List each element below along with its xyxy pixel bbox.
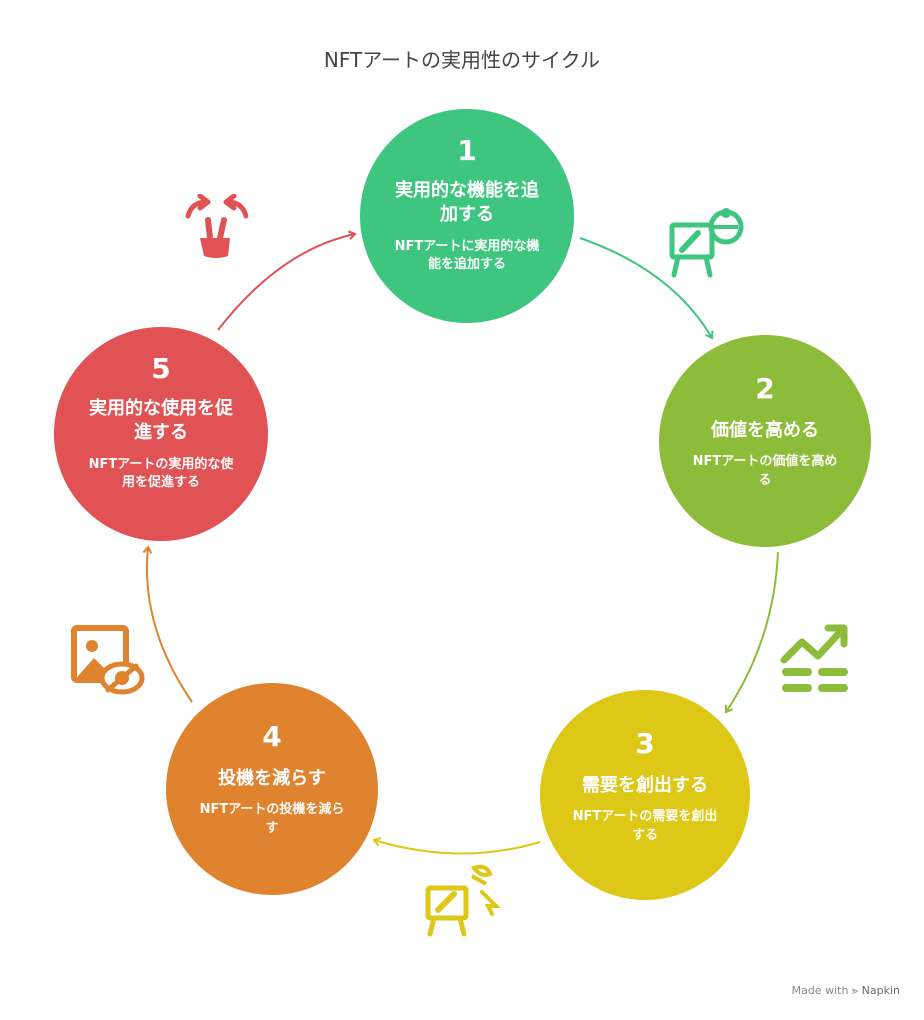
image-hidden-icon (71, 625, 145, 695)
step-4-number: 4 (262, 720, 282, 753)
step-5-circle: 5 実用的な使用を促 進する NFTアートの実用的な使 用を促進する (54, 327, 268, 541)
step-3-circle: 3 需要を創出する NFTアートの需要を創出 する (540, 690, 750, 900)
arrow-5-to-1 (217, 230, 357, 331)
step-1-circle: 1 実用的な機能を追 加する NFTアートに実用的な機 能を追加する (360, 109, 574, 323)
arrow-1-to-2 (579, 237, 714, 340)
step-1-description: NFTアートに実用的な機 能を追加する (394, 238, 540, 273)
easel-paint-icon (669, 208, 744, 278)
step-2-circle: 2 価値を高める NFTアートの価値を高め る (659, 335, 871, 547)
step-3-description: NFTアートの需要を創出 する (572, 809, 718, 844)
watermark-prefix: Made with (791, 984, 849, 997)
napkin-watermark: Made with ⪢ Napkin (792, 984, 900, 998)
step-5-heading: 実用的な使用を促 進する (89, 398, 233, 444)
watermark-brand: Napkin (861, 984, 900, 997)
step-5-description: NFTアートの実用的な使 用を促進する (88, 456, 234, 491)
easel-cursor-icon (425, 864, 501, 937)
step-1-number: 1 (457, 134, 477, 167)
diagram-title: NFTアートの実用性のサイクル (323, 48, 601, 72)
step-1-heading: 実用的な機能を追 加する (395, 180, 539, 226)
arrow-3-to-4 (372, 836, 541, 855)
napkin-logo-icon: ⪢ (851, 984, 859, 997)
rising-chart-icon (780, 624, 848, 692)
step-5-number: 5 (151, 352, 171, 385)
arrow-4-to-5 (142, 545, 193, 703)
hand-gesture-icon (185, 194, 249, 258)
step-3-number: 3 (635, 727, 655, 760)
step-2-description: NFTアートの価値を高め る (692, 454, 838, 489)
step-4-heading: 投機を減らす (218, 768, 326, 789)
step-3-heading: 需要を創出する (582, 775, 708, 796)
step-4-circle: 4 投機を減らす NFTアートの投機を減ら す (166, 683, 378, 895)
step-2-number: 2 (755, 372, 775, 405)
step-2-heading: 価値を高める (711, 420, 819, 441)
step-4-description: NFTアートの投機を減ら す (199, 802, 345, 837)
arrow-2-to-3 (724, 551, 779, 714)
